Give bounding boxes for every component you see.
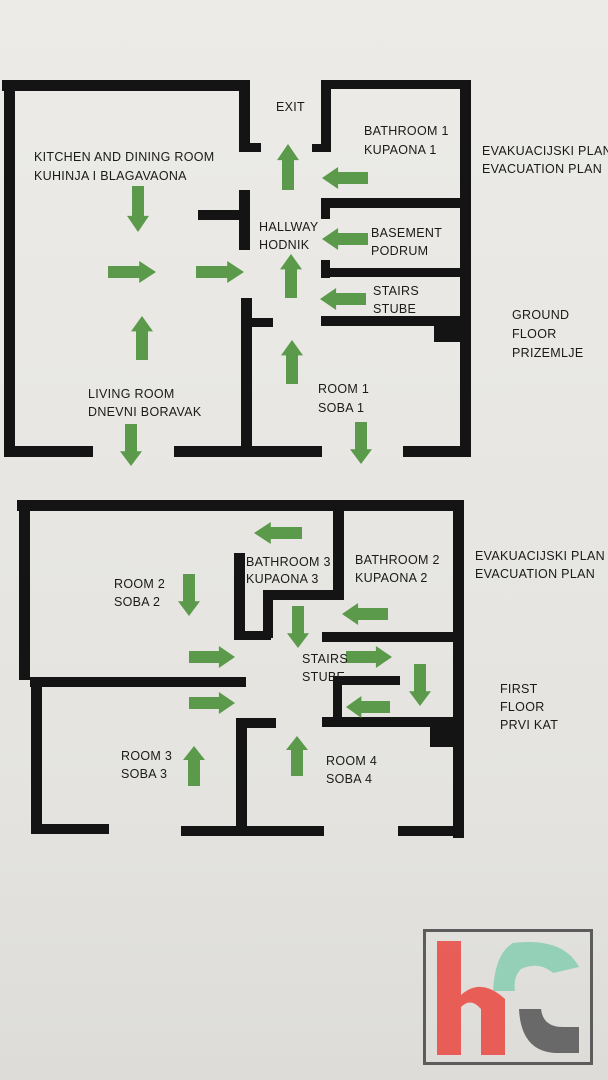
bathroom1-label-en: BATHROOM 1 — [364, 124, 449, 138]
stairs1-label-hr: STUBE — [302, 670, 345, 684]
arrow-right-kitchen-2 — [196, 261, 244, 283]
stairs-label-en: STAIRS — [373, 284, 419, 298]
bathroom2-label-hr: KUPAONA 2 — [355, 571, 428, 585]
arrow-up-exit — [277, 144, 299, 190]
logo-frame — [423, 929, 593, 1065]
room4-label-hr: SOBA 4 — [326, 772, 372, 786]
hallway-label-en: HALLWAY — [259, 220, 319, 234]
arrow-right-room2 — [189, 646, 235, 668]
arrow-left-bathroom2 — [342, 603, 388, 625]
stairs1-label-en: STAIRS — [302, 652, 348, 666]
stairs-label-hr: STUBE — [373, 302, 416, 316]
first-floor-walls — [17, 500, 464, 838]
arrow-left-stairs-lower — [346, 696, 390, 718]
arrow-down-living-exit — [120, 424, 142, 466]
arrow-right-room3 — [189, 692, 235, 714]
first-floor-label-3: PRVI KAT — [500, 718, 558, 732]
room1-label-hr: SOBA 1 — [318, 401, 364, 415]
logo-h-shape — [437, 941, 505, 1055]
first-floor-label-2: FLOOR — [500, 700, 545, 714]
room1-label-en: ROOM 1 — [318, 382, 369, 396]
ground-floor-label-1: GROUND — [512, 308, 569, 322]
arrow-up-room1 — [281, 340, 303, 384]
arrow-up-hallway — [280, 254, 302, 298]
first-floor-labels: BATHROOM 3 KUPAONA 3 BATHROOM 2 KUPAONA … — [114, 549, 605, 786]
bathroom3-label-hr: KUPAONA 3 — [246, 572, 319, 586]
ground-floor-walls — [2, 80, 471, 457]
arrow-down-right — [409, 664, 431, 706]
room2-label-hr: SOBA 2 — [114, 595, 160, 609]
ground-floor-label-2: FLOOR — [512, 327, 557, 341]
room4-label-en: ROOM 4 — [326, 754, 377, 768]
ground-title-en: EVACUATION PLAN — [482, 162, 602, 176]
arrow-left-stairs — [320, 288, 366, 310]
basement-label-hr: PODRUM — [371, 244, 428, 258]
arrow-right-kitchen-1 — [108, 261, 156, 283]
living-label-en: LIVING ROOM — [88, 387, 175, 401]
kitchen-label-en: KITCHEN AND DINING ROOM — [34, 150, 215, 164]
living-label-hr: DNEVNI BORAVAK — [88, 405, 202, 419]
room2-label-en: ROOM 2 — [114, 577, 165, 591]
room3-label-en: ROOM 3 — [121, 749, 172, 763]
ground-floor-label-3: PRIZEMLJE — [512, 346, 583, 360]
bathroom3-label-en: BATHROOM 3 — [246, 555, 331, 569]
arrow-left-bathroom1 — [322, 167, 368, 189]
first-title-en: EVACUATION PLAN — [475, 567, 595, 581]
arrow-up-room4 — [286, 736, 308, 776]
ground-title-hr: EVAKUACIJSKI PLAN — [482, 144, 608, 158]
arrow-down-bathroom3 — [287, 606, 309, 648]
logo-c-top — [493, 942, 579, 991]
exit-label: EXIT — [276, 100, 305, 114]
arrow-left-basement — [322, 228, 368, 250]
first-title-hr: EVAKUACIJSKI PLAN — [475, 549, 605, 563]
arrow-right-stairs — [346, 646, 392, 668]
arrow-up-room3 — [183, 746, 205, 786]
ground-floor-labels: EXIT KITCHEN AND DINING ROOM KUHINJA I B… — [34, 100, 608, 419]
first-floor-label-1: FIRST — [500, 682, 538, 696]
bathroom1-label-hr: KUPAONA 1 — [364, 143, 437, 157]
basement-label-en: BASEMENT — [371, 226, 442, 240]
arrow-down-room2 — [178, 574, 200, 616]
brand-logo-watermark — [423, 929, 593, 1065]
arrow-left-top — [254, 522, 302, 544]
arrow-down-room1-exit — [350, 422, 372, 464]
logo-c-bottom — [519, 1009, 579, 1053]
room3-label-hr: SOBA 3 — [121, 767, 167, 781]
bathroom2-label-en: BATHROOM 2 — [355, 553, 440, 567]
kitchen-label-hr: KUHINJA I BLAGAVAONA — [34, 169, 187, 183]
arrow-up-living — [131, 316, 153, 360]
hallway-label-hr: HODNIK — [259, 238, 310, 252]
arrow-down-kitchen — [127, 186, 149, 232]
